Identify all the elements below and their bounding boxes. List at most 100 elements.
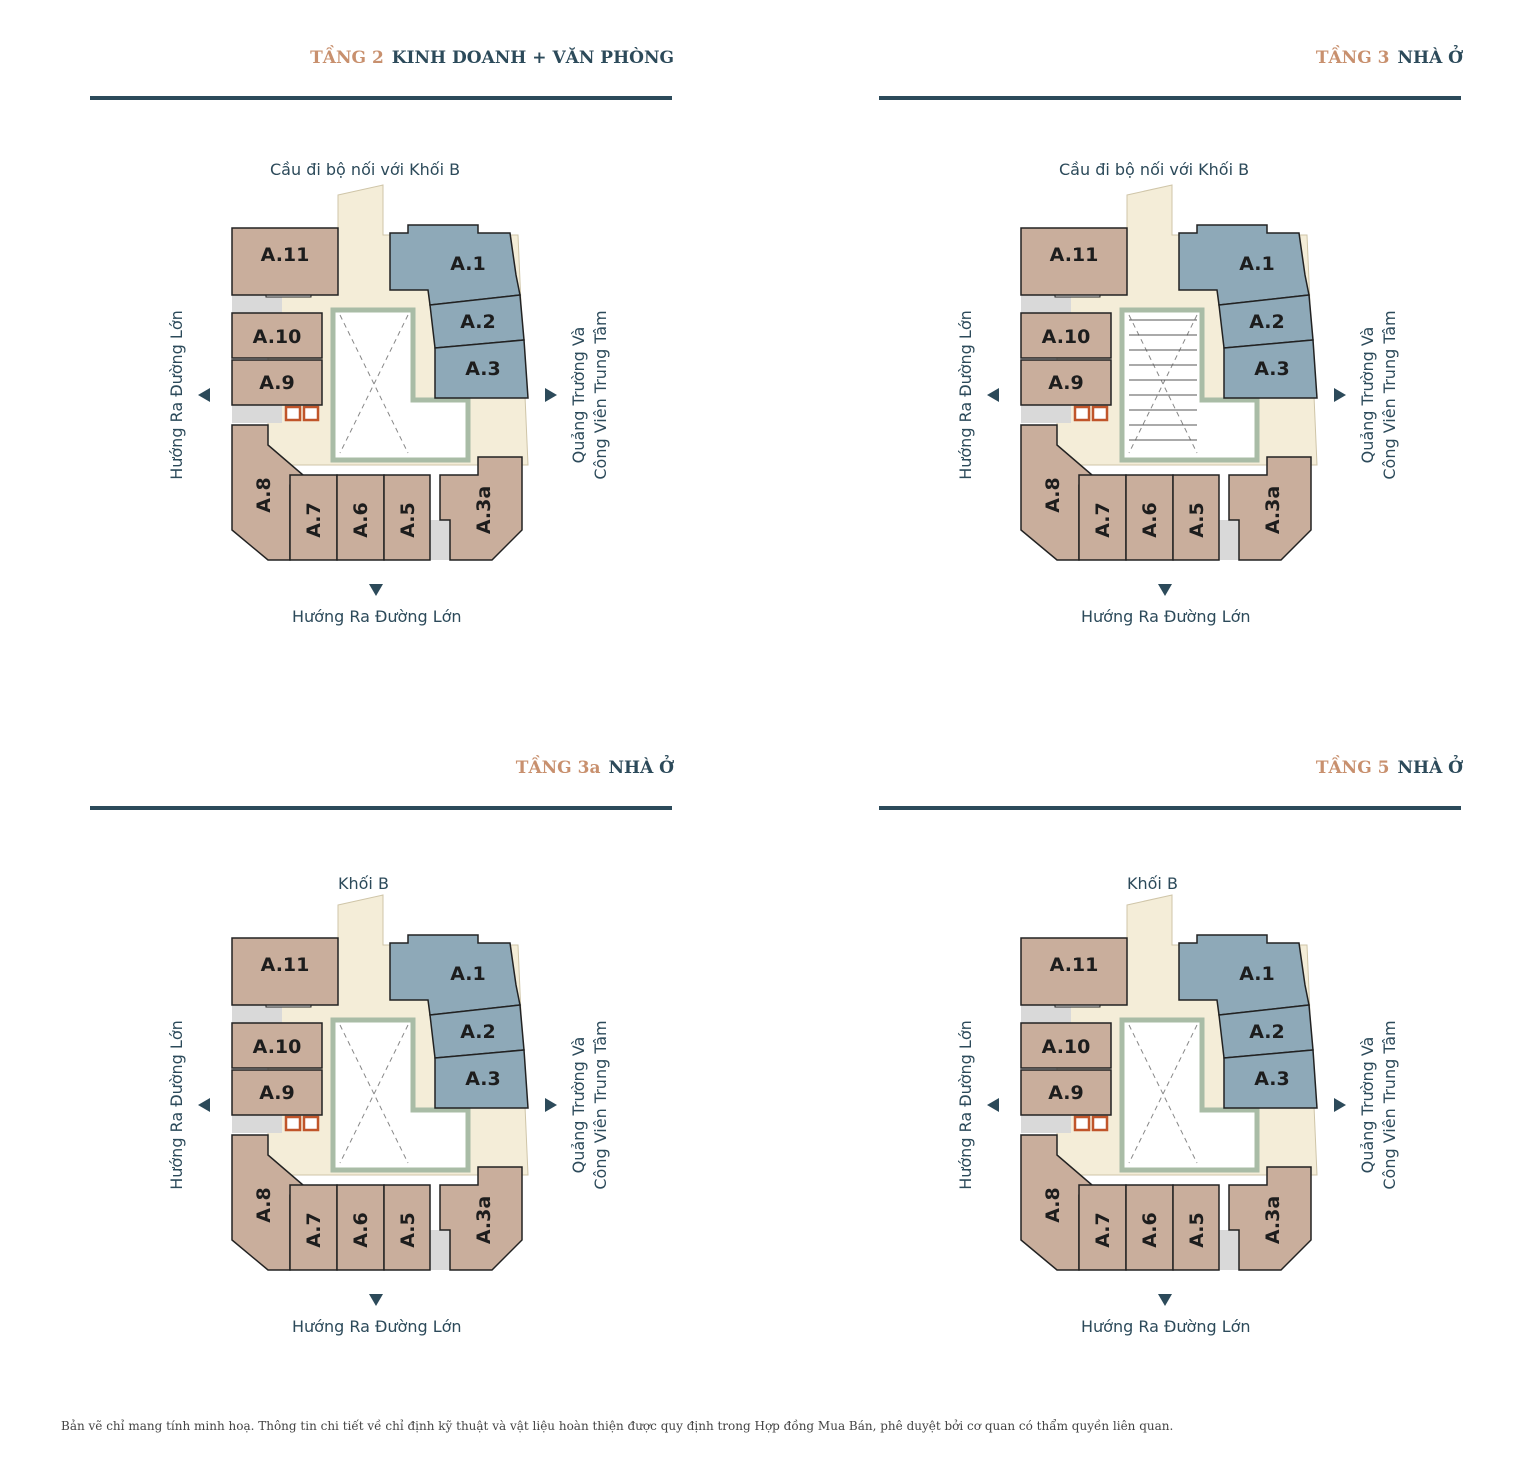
arrow-right-icon <box>545 1098 557 1112</box>
unit-a7 <box>289 474 338 561</box>
heading-divider <box>90 96 672 100</box>
unit-label: A.9 <box>1048 372 1084 394</box>
right-label-line-2: Công Viên Trung Tâm <box>591 1020 610 1190</box>
atrium <box>330 307 471 463</box>
unit-a6 <box>336 1184 385 1271</box>
arrow-down-icon <box>369 584 383 596</box>
unit-a9 <box>231 1069 323 1116</box>
unit-a5 <box>383 1184 431 1271</box>
top-direction-label: Cầu đi bộ nối với Khối B <box>1059 160 1250 179</box>
service-area <box>232 1115 282 1133</box>
elevator-icon <box>1091 405 1109 422</box>
top-direction-label: Khối B <box>338 874 389 893</box>
heading-divider <box>879 96 1461 100</box>
arrow-right-icon <box>1334 388 1346 402</box>
unit-label: A.6 <box>1139 1212 1161 1248</box>
arrow-left-icon <box>198 1098 210 1112</box>
unit-label: A.2 <box>1249 1021 1285 1043</box>
unit-label: A.8 <box>1042 1187 1064 1223</box>
unit-a11 <box>231 227 339 296</box>
unit-label: A.3a <box>1262 486 1284 534</box>
service-area <box>1219 520 1239 560</box>
unit-a1 <box>389 934 521 1016</box>
service-area <box>232 405 282 423</box>
unit-label: A.8 <box>253 477 275 513</box>
unit-label: A.8 <box>1042 477 1064 513</box>
right-label-line-1: Quảng Trường Và <box>569 326 588 464</box>
unit-label: A.3 <box>465 358 501 380</box>
arrow-left-icon <box>198 388 210 402</box>
bottom-direction-label: Hướng Ra Đường Lớn <box>292 607 462 626</box>
bottom-direction-label: Hướng Ra Đường Lớn <box>292 1317 462 1336</box>
heading-divider <box>90 806 672 810</box>
right-label-line-1: Quảng Trường Và <box>569 1036 588 1174</box>
right-label-line-1: Quảng Trường Và <box>1358 1036 1377 1174</box>
unit-label: A.7 <box>1092 502 1114 538</box>
service-area <box>430 520 450 560</box>
unit-label: A.3a <box>473 1196 495 1244</box>
unit-label: A.2 <box>1249 311 1285 333</box>
unit-a9 <box>1020 1069 1112 1116</box>
elevator-icon <box>1073 405 1091 422</box>
unit-label: A.8 <box>253 1187 275 1223</box>
unit-label: A.7 <box>1092 1212 1114 1248</box>
arrow-down-icon <box>369 1294 383 1306</box>
left-direction-label: Hướng Ra Đường Lớn <box>167 1020 186 1190</box>
unit-a10 <box>1020 1022 1112 1069</box>
unit-a1 <box>1178 934 1310 1016</box>
unit-label: A.2 <box>460 311 496 333</box>
service-area <box>1021 1115 1071 1133</box>
unit-label: A.2 <box>460 1021 496 1043</box>
floor-plan-drawing: A.11 A.10 A.9 A.1 A.2 A.3 A.8 A.7 A.6 A.… <box>1020 184 1318 561</box>
unit-label: A.5 <box>397 1212 419 1248</box>
unit-a3 <box>1223 339 1318 399</box>
heading-divider <box>879 806 1461 810</box>
unit-a10 <box>231 1022 323 1069</box>
unit-a7 <box>1078 474 1127 561</box>
unit-label: A.1 <box>450 963 486 985</box>
unit-a10 <box>1020 312 1112 359</box>
floor-level: TẦNG 3a <box>515 758 601 778</box>
floor-level: TẦNG 3 <box>1315 48 1390 68</box>
floor-level: TẦNG 2 <box>310 48 384 68</box>
unit-a3a <box>1228 1166 1312 1271</box>
unit-a9 <box>1020 359 1112 406</box>
unit-label: A.6 <box>1139 502 1161 538</box>
unit-label: A.7 <box>303 502 325 538</box>
unit-label: A.9 <box>259 372 295 394</box>
arrow-down-icon <box>1158 1294 1172 1306</box>
unit-label: A.1 <box>450 253 486 275</box>
left-direction-label: Hướng Ra Đường Lớn <box>956 310 975 480</box>
atrium <box>330 1017 471 1173</box>
unit-a3 <box>434 1049 529 1109</box>
unit-a1 <box>389 224 521 306</box>
left-direction-label: Hướng Ra Đường Lớn <box>956 1020 975 1190</box>
atrium <box>1119 1017 1260 1173</box>
unit-label: A.1 <box>1239 253 1275 275</box>
elevator-icon <box>302 405 320 422</box>
floor-plan-drawing: A.11 A.10 A.9 A.1 A.2 A.3 A.8 A.7 A.6 A.… <box>231 894 529 1271</box>
elevator-icon <box>302 1115 320 1132</box>
unit-label: A.10 <box>1042 326 1091 348</box>
service-area <box>430 1230 450 1270</box>
unit-a9 <box>231 359 323 406</box>
unit-a6 <box>1125 1184 1174 1271</box>
unit-a7 <box>289 1184 338 1271</box>
unit-a6 <box>336 474 385 561</box>
unit-a3a <box>439 1166 523 1271</box>
top-direction-label: Cầu đi bộ nối với Khối B <box>270 160 461 179</box>
arrow-left-icon <box>987 388 999 402</box>
unit-a10 <box>231 312 323 359</box>
elevator-icon <box>284 405 302 422</box>
bottom-direction-label: Hướng Ra Đường Lớn <box>1081 1317 1251 1336</box>
arrow-right-icon <box>1334 1098 1346 1112</box>
unit-a3 <box>434 339 529 399</box>
service-area <box>1021 295 1071 313</box>
